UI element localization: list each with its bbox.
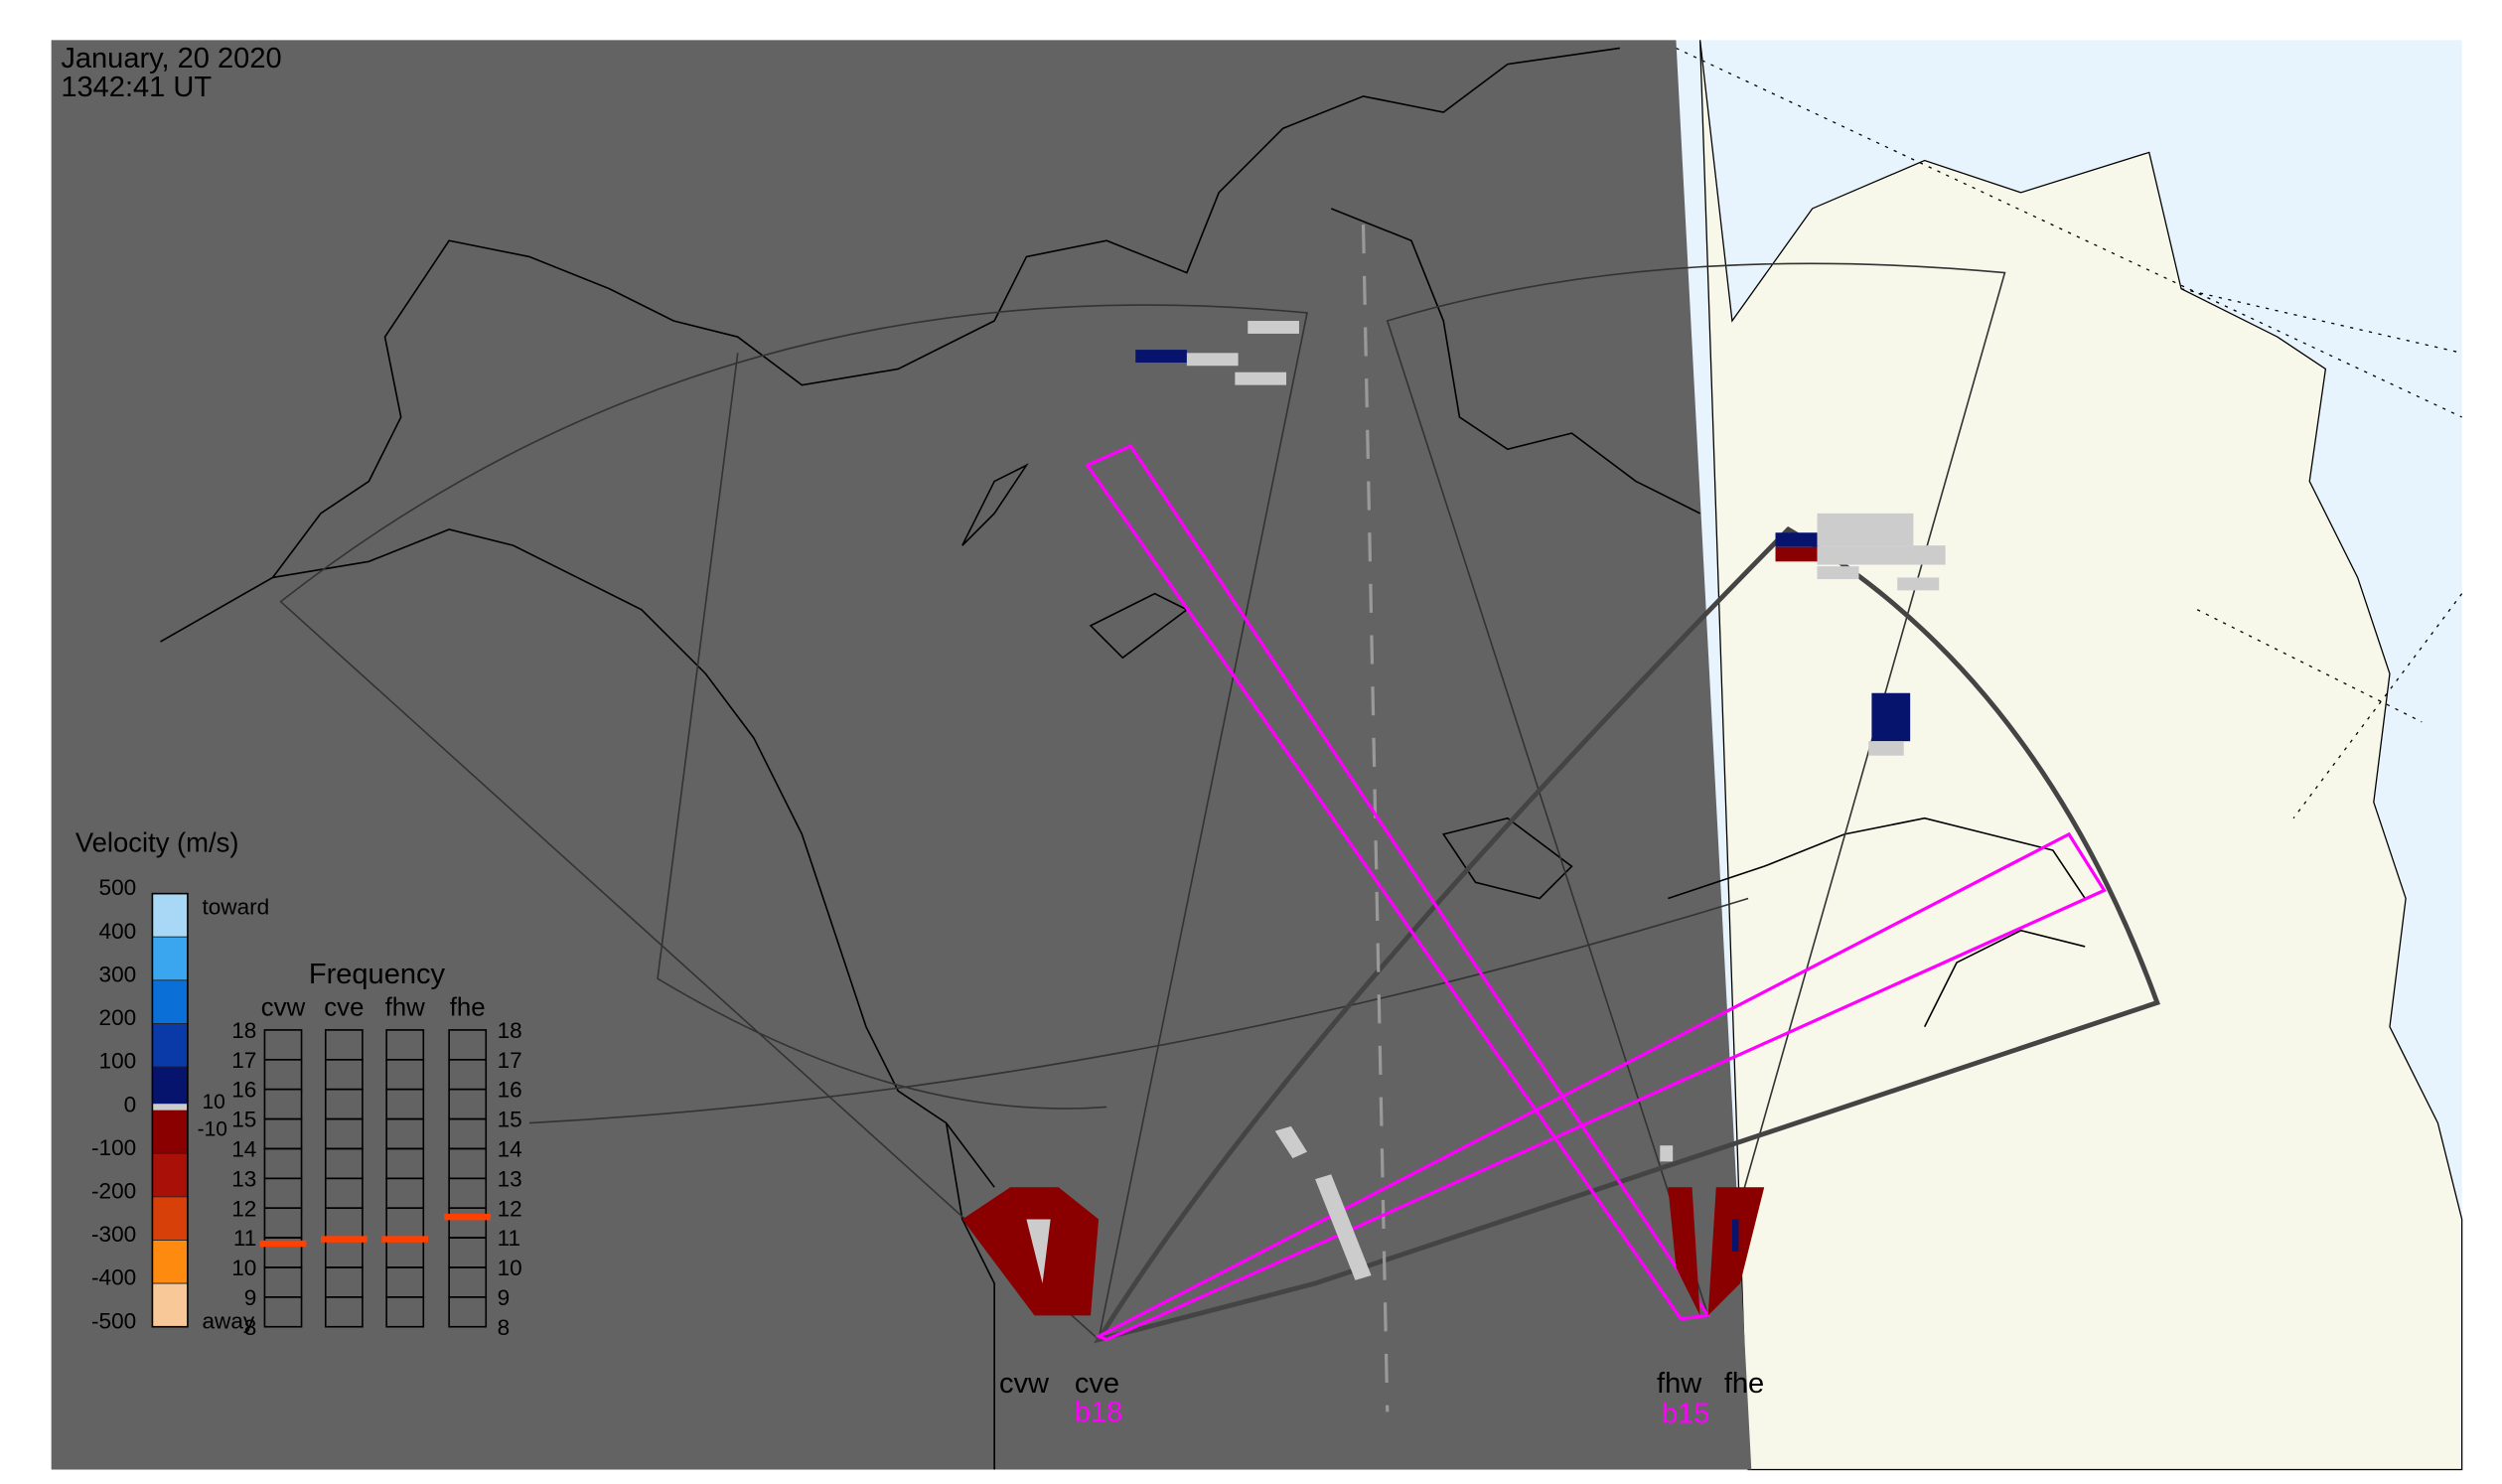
frequency-marker-cvw [259, 1240, 307, 1248]
gs-label-neg: -10 [198, 1118, 227, 1141]
frequency-tick-left: 12 [231, 1196, 256, 1221]
radar-fov-cv [279, 304, 1308, 1342]
beam-b15 [1095, 831, 2107, 1342]
frequency-radar-label-fhw: fhw [385, 993, 426, 1021]
frequency-tick-left: 13 [231, 1166, 256, 1191]
radar-label-cve: cve [1075, 1368, 1119, 1400]
radar-fov-fh [528, 262, 2006, 1319]
frequency-tick-left: 15 [231, 1108, 256, 1132]
colorbar-segment [151, 1023, 189, 1068]
colorbar-tick-label: 100 [99, 1049, 137, 1074]
colorbar-segment [151, 893, 189, 938]
colorbar-segment [151, 1110, 189, 1154]
frequency-radar-label-cve: cve [324, 993, 364, 1021]
colorbar-tick-label: -500 [91, 1308, 136, 1333]
colorbar-tick-label: -300 [91, 1222, 136, 1247]
colorbar-tick-label: -200 [91, 1179, 136, 1204]
frequency-tick-right: 17 [498, 1048, 522, 1073]
frequency-tick-right: 9 [498, 1285, 511, 1310]
velocity-legend-title: Velocity (m/s) [75, 827, 239, 858]
frequency-marker-cve [320, 1236, 368, 1243]
radar-label-fhe: fhe [1724, 1368, 1764, 1400]
colorbar-segment [151, 1282, 189, 1328]
frequency-marker-fhw [381, 1236, 429, 1243]
frequency-tick-right: 10 [498, 1256, 522, 1280]
colorbar-tick-label: -100 [91, 1135, 136, 1160]
colorbar-segment [151, 1196, 189, 1241]
frequency-tick-left: 11 [233, 1226, 256, 1251]
time-label: 1342:41 UT [61, 72, 212, 103]
frequency-tick-right: 8 [498, 1315, 511, 1340]
scatter-cells [961, 321, 1946, 1316]
radar-label-fhw: fhw [1657, 1368, 1702, 1400]
colorbar-segment [151, 979, 189, 1024]
away-label: away [202, 1308, 254, 1333]
beam-label-b15: b15 [1662, 1399, 1709, 1430]
frequency-tick-left: 9 [244, 1285, 257, 1310]
colorbar-segment [151, 936, 189, 981]
beam-label-b18: b18 [1075, 1397, 1122, 1428]
colorbar-border [151, 892, 189, 1328]
toward-label: toward [202, 895, 269, 920]
frequency-marker-fhe [444, 1213, 492, 1221]
velocity-colorbar-ticks: 500 400 300 200 100 0 -100 -200 -300 -400 -500 [91, 875, 136, 1333]
coastlines [160, 47, 2086, 1470]
gs-label-pos: 10 [202, 1091, 224, 1113]
frequency-tick-left: 10 [231, 1256, 256, 1280]
frequency-tick-right: 14 [498, 1137, 522, 1162]
frequency-radar-label-fhe: fhe [450, 993, 486, 1021]
frequency-tick-left: 17 [231, 1048, 256, 1073]
date-label: January, 20 2020 [61, 43, 281, 74]
frequency-title: Frequency [309, 959, 446, 990]
colorbar-ground-scatter [152, 1104, 188, 1111]
frequency-tick-left: 14 [231, 1137, 256, 1162]
radar-fov-highlight [1093, 525, 2160, 1344]
frequency-tick-right: 13 [498, 1166, 522, 1191]
frequency-tick-left: 16 [231, 1078, 256, 1103]
frequency-tick-right: 16 [498, 1078, 522, 1103]
frequency-grid-cell [324, 1296, 364, 1328]
frequency-tick-right: 11 [498, 1226, 520, 1251]
frequency-tick-left: 8 [244, 1315, 257, 1340]
frequency-grid-cell [263, 1296, 303, 1328]
colorbar-segment [151, 1240, 189, 1284]
velocity-colorbar [151, 892, 189, 1328]
frequency-tick-left: 18 [231, 1018, 256, 1043]
colorbar-tick-label: 0 [124, 1092, 137, 1116]
colorbar-tick-label: -400 [91, 1265, 136, 1290]
colorbar-tick-label: 500 [99, 875, 137, 900]
frequency-radar-label-cvw: cvw [261, 993, 306, 1021]
colorbar-tick-label: 200 [99, 1005, 137, 1030]
night-region [51, 40, 1752, 1470]
graticule [1676, 47, 2463, 819]
frequency-grid-cell [448, 1296, 488, 1328]
colorbar-tick-label: 400 [99, 919, 137, 944]
frequency-grid-cell [385, 1296, 425, 1328]
frequency-tick-right: 15 [498, 1108, 522, 1132]
colorbar-tick-label: 300 [99, 962, 137, 986]
frequency-tick-right: 18 [498, 1018, 522, 1043]
radar-label-cvw: cvw [999, 1368, 1050, 1400]
colorbar-segment [151, 1066, 189, 1112]
land-day [1698, 40, 2463, 1471]
colorbar-segment [151, 1152, 189, 1198]
frequency-tick-right: 12 [498, 1196, 522, 1221]
